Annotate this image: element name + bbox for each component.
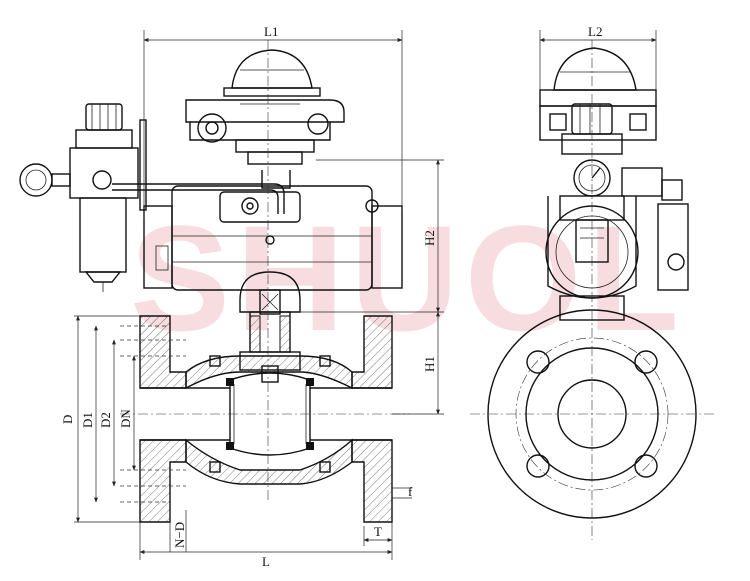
dim-D-label: D	[60, 415, 75, 424]
actuator-head	[185, 99, 345, 165]
side-view	[470, 40, 715, 540]
dim-L2-label: L2	[588, 24, 602, 39]
dim-f-label: f	[408, 484, 413, 499]
actuator-body	[143, 170, 403, 291]
dim-D2-label: D2	[98, 412, 113, 428]
dim-D1-label: D1	[80, 412, 95, 428]
dim-H1-label: H1	[422, 356, 437, 372]
dim-L1-label: L1	[264, 24, 278, 39]
dim-DN-label: DN	[118, 409, 133, 428]
dimension-lines	[74, 30, 657, 560]
front-view	[19, 40, 410, 523]
actuator-cap	[223, 49, 321, 97]
dim-H2-label: H2	[422, 230, 437, 246]
filter-regulator	[19, 103, 285, 292]
valve-body	[139, 315, 393, 523]
watermark-text: SHUOL	[130, 194, 685, 362]
dim-L-label: L	[262, 554, 270, 569]
dim-T-label: T	[374, 524, 382, 539]
dim-N-D-label: N−D	[172, 522, 187, 548]
